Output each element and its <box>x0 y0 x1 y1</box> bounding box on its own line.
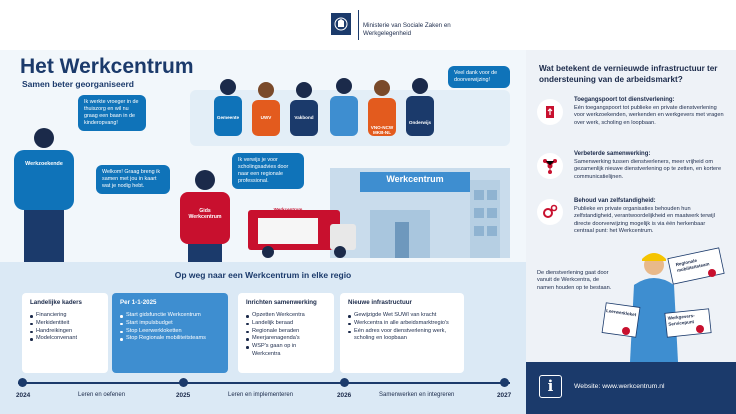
point-heading: Verbeterde samenwerking: <box>574 151 651 157</box>
speech-bubble-welcome: Welkom! Graag breng ik samen met jou in … <box>96 165 170 194</box>
timeline-card-landelijke-kaders: Landelijke kaders Financiering Merkident… <box>22 293 108 373</box>
speech-bubble-thanks: Veel dank voor de doorverwijzing! <box>448 66 510 88</box>
point-text: Samenwerking tussen dienstverleners, mee… <box>574 159 722 180</box>
timeline-axis <box>18 382 510 384</box>
timeline-marker <box>500 378 509 387</box>
point-text: Eén toegangspoort tot publieke en privat… <box>574 105 724 126</box>
list-item: Regionale beraden <box>246 328 326 336</box>
timeline-marker <box>340 378 349 387</box>
list-item: Gewijzigde Wet SUWI van kracht <box>348 312 456 320</box>
jobseeker-figure <box>14 128 74 262</box>
timeline-card-samenwerking: Inrichten samenwerking Opzetten Werkcent… <box>238 293 334 373</box>
ministry-name: Ministerie van Sociale Zaken en Werkgele… <box>363 22 451 37</box>
worker-label: Werkzoekende <box>25 161 63 167</box>
list-item: Handreikingen <box>30 328 100 336</box>
group-label-vno-ncw: VNO-NCW MKB-NL <box>370 125 394 135</box>
list-item: Landelijk beraad <box>246 320 326 328</box>
list-item: Merkidentiteit <box>30 320 100 328</box>
van-sign: Werkcentrum <box>273 207 303 212</box>
card-title: Inrichten samenwerking <box>246 299 317 306</box>
timeline-card-infrastructuur: Nieuwe infrastructuur Gewijzigde Wet SUW… <box>340 293 464 373</box>
website-link[interactable]: Website: www.werkcentrum.nl <box>574 383 665 390</box>
page-title: Het Werkcentrum <box>20 55 194 78</box>
phase-label: Leren en implementeren <box>228 392 294 398</box>
point-heading: Behoud van zelfstandigheid: <box>574 198 656 204</box>
year-label: 2024 <box>16 392 31 399</box>
list-item: Stop Regionale mobiliteitsteams <box>120 335 220 343</box>
van-illustration <box>248 210 356 258</box>
list-item: Stop Leerwerkloketten <box>120 328 220 336</box>
list-item: WSP's gaan op in Werkcentra <box>246 343 326 359</box>
speech-bubble-refer: Ik verwijs je voor scholingsadvies door … <box>232 153 304 189</box>
group-label-onderwijs: Onderwijs <box>408 120 432 125</box>
info-icon: i <box>539 375 562 398</box>
point-heading: Toegangspoort tot dienstverlening: <box>574 97 675 103</box>
list-item: Opzetten Werkcentra <box>246 312 326 320</box>
transition-note: De dienstverlening gaat door vanuit de W… <box>537 270 612 291</box>
card-title: Nieuwe infrastructuur <box>348 299 412 306</box>
point-text: Publieke en private organisaties behoude… <box>574 206 715 235</box>
list-item: Eén adres voor dienstverlening werk, sch… <box>348 328 456 344</box>
phase-label: Samenwerken en integreren <box>379 392 455 398</box>
year-label: 2027 <box>497 392 512 399</box>
crest-icon <box>331 13 351 35</box>
stakeholder-group <box>214 78 434 136</box>
list-item: Start impulsbudget <box>120 320 220 328</box>
panel-question: Wat betekent de vernieuwde infrastructuu… <box>539 64 718 84</box>
list-item: Werkcentra in alle arbeidsmarktregio's <box>348 320 456 328</box>
header-divider <box>358 10 359 40</box>
phase-label: Leren en oefenen <box>78 392 126 398</box>
timeline-title: Op weg naar een Werkcentrum in elke regi… <box>174 270 352 280</box>
year-label: 2026 <box>337 392 352 399</box>
list-item: Modelconvenant <box>30 335 100 343</box>
header: Ministerie van Sociale Zaken en Werkgele… <box>0 0 736 50</box>
group-label-gemeente: Gemeente <box>216 115 240 120</box>
guide-label: Gids Werkcentrum <box>188 208 222 220</box>
list-item: Financiering <box>30 312 100 320</box>
signs-illustration <box>601 247 725 362</box>
list-item: Meerjarenagenda's <box>246 335 326 343</box>
timeline-marker <box>179 378 188 387</box>
guide-figure <box>180 170 230 262</box>
speech-bubble-worker: Ik werkte vroeger in de thuiszorg en wil… <box>78 95 146 131</box>
network-icon <box>537 153 563 179</box>
scene-illustration <box>14 78 510 262</box>
group-label-vakbond: Vakbond <box>294 115 314 120</box>
timeline-card-2025: Per 1-1-2025 Start gidsfunctie Werkcentr… <box>112 293 228 373</box>
card-title: Per 1-1-2025 <box>120 299 157 306</box>
gears-icon <box>537 199 563 225</box>
building-sign: Werkcentrum <box>386 174 444 184</box>
timeline-marker <box>18 378 27 387</box>
group-label-uwv: UWV <box>260 115 272 120</box>
door-icon <box>537 99 563 125</box>
list-item: Start gidsfunctie Werkcentrum <box>120 312 220 320</box>
page-subtitle: Samen beter georganiseerd <box>22 79 134 89</box>
building-illustration <box>330 168 510 258</box>
card-title: Landelijke kaders <box>30 299 82 306</box>
year-label: 2025 <box>176 392 191 399</box>
